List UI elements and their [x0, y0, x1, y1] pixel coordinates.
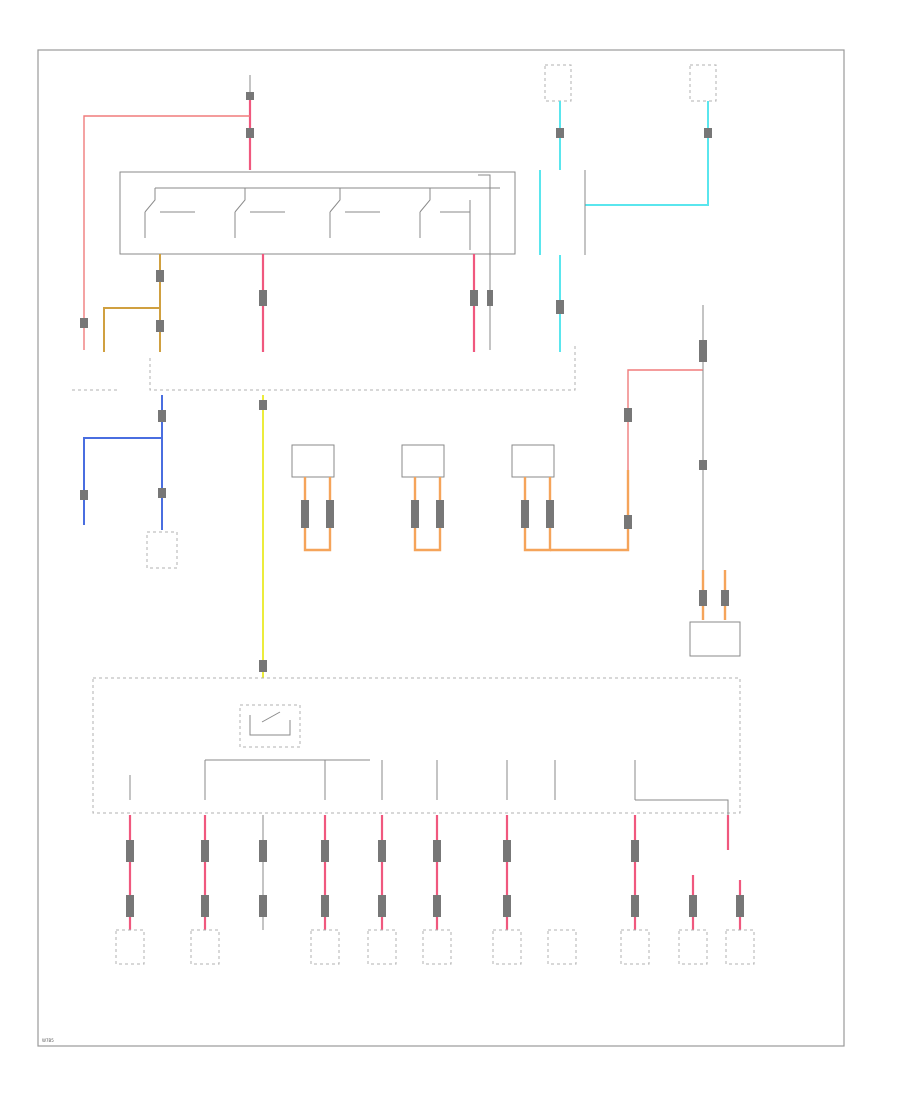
lower-module [92, 677, 741, 815]
distribution-bracket [72, 345, 576, 391]
middle-relays [291, 444, 630, 552]
top-right-modules [539, 64, 717, 352]
left-blue-branch [80, 395, 178, 569]
diagram-frame [37, 49, 845, 1047]
bottom-components [115, 929, 755, 965]
top-left-feed [80, 75, 254, 350]
switch-box [119, 171, 516, 350]
switch-box-outputs [103, 254, 493, 352]
footer-code: W7B5 [42, 1038, 54, 1043]
right-feed [624, 305, 741, 657]
lower-output-wires [126, 815, 744, 930]
